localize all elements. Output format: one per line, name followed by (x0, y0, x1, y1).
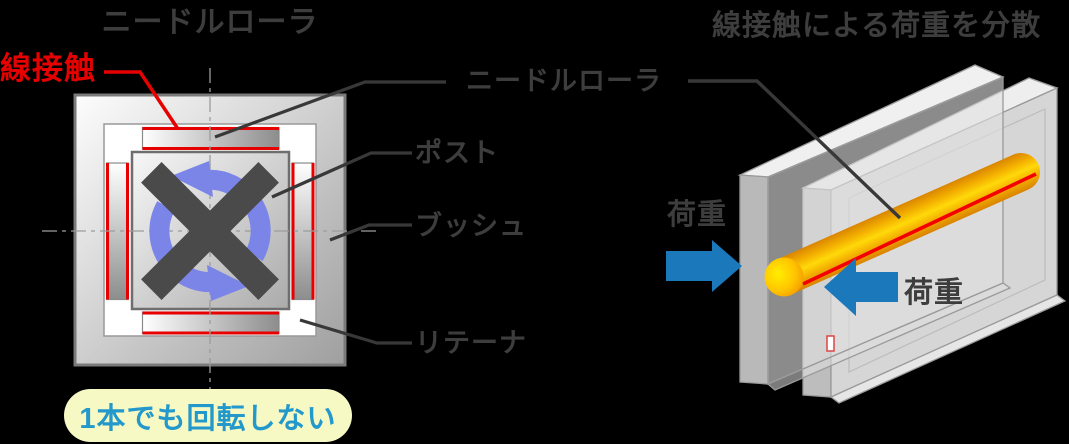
cursor-artifact (826, 335, 835, 352)
load-arrow-left-icon (666, 240, 742, 292)
bush-label: ブッシュ (415, 211, 527, 241)
line-contact-marks (106, 127, 315, 335)
needle-roller-label: ニードルローラ (466, 66, 662, 96)
line-contact-label: 線接触 (0, 51, 96, 86)
load-label-right: 荷重 (904, 277, 965, 309)
load-arrow-right-icon (824, 258, 898, 316)
roller-end-cap (764, 257, 804, 297)
roller-3d (764, 153, 1040, 297)
roller-bottom (141, 311, 280, 335)
line-contact-red-line (802, 172, 1037, 286)
leader-line-contact (104, 70, 180, 130)
leader-needle-roller-right (688, 79, 902, 220)
leader-lines (214, 80, 446, 345)
cross-section-diagram (42, 68, 446, 400)
leader-needle-roller-left (214, 80, 446, 139)
line-contact-3d-diagram (666, 64, 1067, 404)
roller-top (141, 126, 280, 150)
roller-cylinder (765, 153, 1040, 296)
leader-post (271, 151, 412, 199)
left-diagram-title: ニードルローラ (101, 6, 319, 39)
post-label: ポスト (415, 138, 499, 168)
retainer-label: リテーナ (415, 328, 527, 358)
leader-retainer (299, 318, 412, 345)
load-label-left: 荷重 (667, 199, 728, 231)
no-rotation-badge: 1本でも回転しない (64, 389, 352, 442)
leader-bush (329, 223, 412, 242)
x-mark-icon (141, 162, 279, 300)
right-diagram-title: 線接触による荷重を分散 (712, 10, 1042, 42)
